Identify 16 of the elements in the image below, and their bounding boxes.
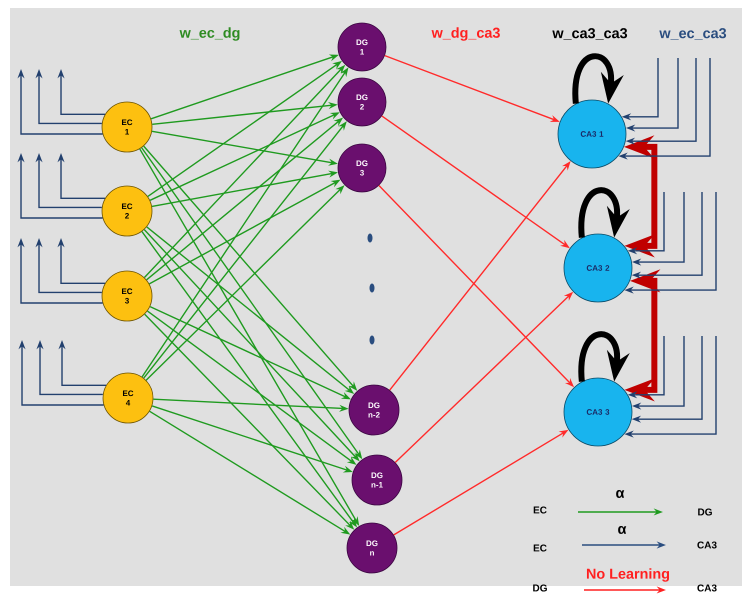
self-loop-arrow: [572, 53, 624, 104]
legend-text: CA3: [697, 541, 717, 549]
self-loop-arrow: [578, 187, 630, 238]
self-loop-arrow: [578, 331, 630, 382]
weight-label: w_ca3_ca3: [552, 28, 628, 40]
weight-label: w_ec_dg: [180, 27, 240, 41]
legend-symbol: α: [618, 526, 626, 534]
legend-text: DG: [533, 584, 547, 592]
legend-text: EC: [534, 544, 547, 552]
legend-text: CA3: [697, 584, 717, 592]
legend-symbol: α: [616, 490, 624, 498]
weight-label: w_ec_ca3: [659, 28, 726, 40]
weight-label: w_dg_ca3: [432, 27, 500, 41]
legend-text: EC: [534, 506, 547, 514]
legend-text: DG: [698, 508, 712, 516]
legend-text: No Learning: [586, 568, 670, 582]
